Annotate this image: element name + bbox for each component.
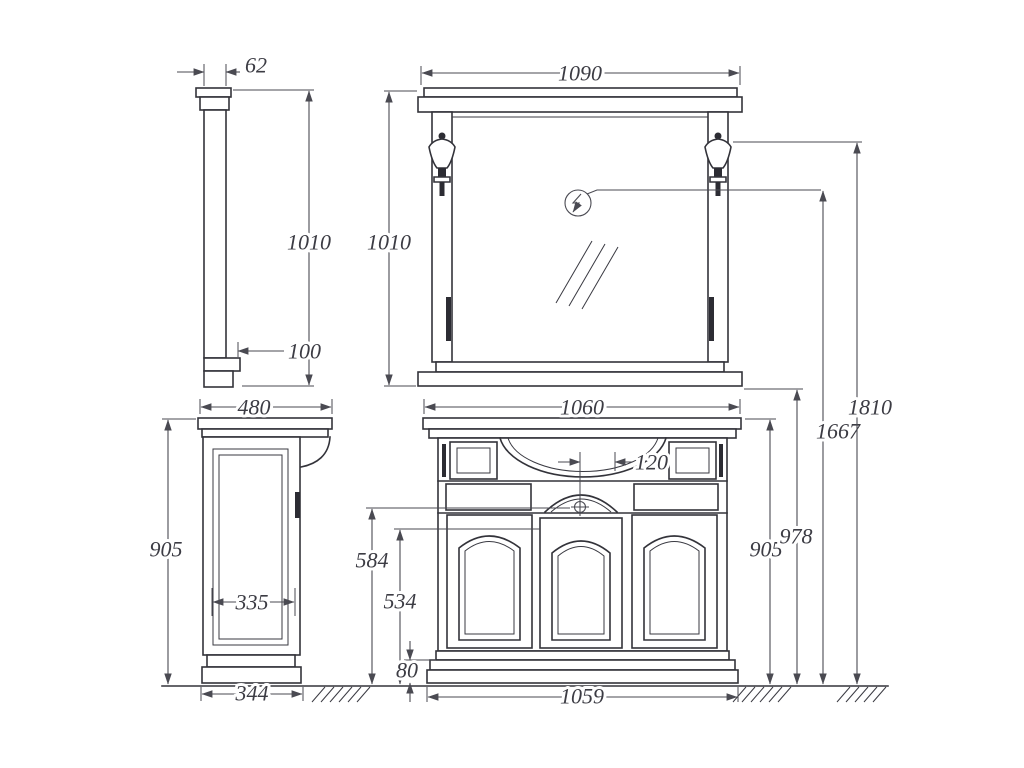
false-front-right (633, 483, 719, 511)
ground-hatch-right (836, 686, 887, 703)
mirror-reflection-lines (555, 240, 619, 310)
dimension-socket-height: 1667 (813, 190, 864, 685)
door-center (539, 517, 623, 649)
door-right (631, 514, 718, 649)
dimension-base-depth: 344 (200, 678, 304, 709)
dimension-counter-width: 1060 (423, 392, 741, 423)
dimension-base-width: 1059 (426, 681, 739, 712)
dim-label-counter-width: 1060 (560, 395, 604, 420)
ground-hatch-middle (732, 686, 792, 703)
dimension-height-to-faucet: 584 (353, 507, 570, 685)
dim-label-base-depth: 344 (235, 681, 269, 706)
dimension-counter-height: 978 (744, 388, 816, 685)
dim-label-side-depth: 480 (238, 395, 271, 420)
dim-label-mirror-height: 1010 (367, 230, 411, 255)
dimension-mirror-height: 1010 (364, 90, 417, 387)
mirror-side-view (195, 87, 241, 388)
dimension-shelf-depth: 100 (237, 336, 324, 367)
dim-label-mirror-side-height: 1010 (287, 230, 331, 255)
dim-label-shelf-depth: 100 (288, 339, 321, 364)
false-front-left (445, 483, 532, 511)
mirror-clip-left (446, 297, 451, 341)
dim-label-total-height: 1810 (848, 395, 892, 420)
dim-label-base-width: 1059 (560, 684, 604, 709)
dim-label-cabinet-height-right: 905 (750, 537, 783, 562)
sink-bowl-outline (499, 437, 667, 478)
dimension-height-to-door-top: 534 (381, 528, 540, 685)
dimension-mirror-side-height: 1010 (233, 89, 334, 387)
dim-label-panel-depth: 335 (235, 590, 269, 615)
dim-label-socket-height: 1667 (816, 419, 861, 444)
right-sconce-lamp-icon (704, 132, 732, 196)
dim-label-height-to-door-top: 534 (384, 589, 417, 614)
side-hinge-mark (295, 492, 300, 518)
dimension-side-top-depth: 62 (177, 50, 270, 86)
dimension-sink-offset: 120 (558, 447, 671, 478)
dimension-total-height: 1810 (733, 141, 895, 685)
drawer-right (668, 441, 717, 480)
dimension-cabinet-height-right: 905 (745, 418, 786, 685)
ground-line (161, 685, 889, 703)
dimension-cabinet-height-left: 905 (147, 418, 196, 685)
dim-label-height-to-faucet: 584 (356, 548, 389, 573)
plinth-step-1 (435, 650, 730, 661)
dim-label-plinth-height: 80 (396, 658, 418, 683)
dimension-mirror-width: 1090 (420, 58, 741, 89)
cabinet-front-view (422, 417, 742, 684)
left-sconce-lamp-icon (428, 132, 456, 196)
mirror-front-view (417, 87, 821, 387)
dimension-plinth-height: 80 (393, 641, 436, 702)
dim-label-cabinet-height-left: 905 (150, 537, 183, 562)
dim-label-sink-offset: 120 (635, 450, 668, 475)
dim-label-counter-height: 978 (780, 524, 813, 549)
electric-lightning-icon (564, 189, 821, 217)
dimension-side-depth: 480 (199, 392, 333, 423)
mirror-clip-right (709, 297, 714, 341)
dim-label-side-top-depth: 62 (245, 53, 267, 78)
plinth-step-3 (426, 669, 739, 684)
dim-label-mirror-width: 1090 (558, 61, 602, 86)
plinth-step-2 (429, 659, 736, 671)
ground-hatch-left (311, 686, 371, 703)
dimension-panel-depth: 335 (211, 587, 296, 618)
cabinet-side-view (197, 417, 333, 684)
door-left (446, 514, 533, 649)
drawer-left (449, 441, 498, 480)
